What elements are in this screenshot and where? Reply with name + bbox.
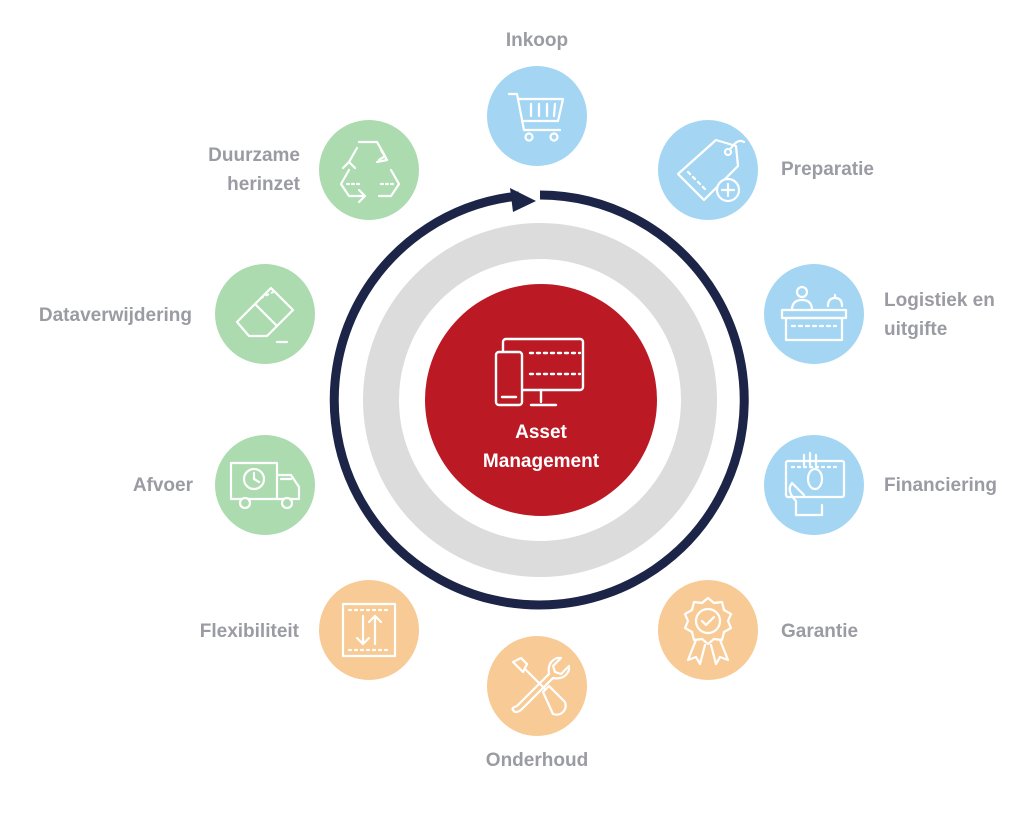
node-preparatie (658, 120, 758, 220)
label-dataverwijdering: Dataverwijdering (38, 305, 192, 326)
node-logistiek (764, 264, 864, 364)
recycle-icon (339, 140, 401, 204)
shopping-cart-icon (507, 92, 565, 142)
label-garantie: Garantie (781, 621, 859, 642)
node-duurzame (319, 120, 419, 220)
node-flexibiliteit (319, 580, 419, 680)
price-tag-plus-icon (676, 138, 746, 203)
label-logistiek: Logistiek en uitgifte (884, 290, 995, 340)
delivery-truck-icon (229, 461, 301, 510)
core-title: Asset Management (441, 418, 641, 476)
certificate-badge-icon (683, 596, 733, 666)
core-title-line2: Management (482, 451, 600, 472)
label-onderhoud: Onderhoud (485, 750, 589, 771)
label-inkoop: Inkoop (505, 30, 569, 51)
outer-gray-ring (363, 223, 717, 577)
service-desk-icon (780, 285, 848, 342)
label-duurzame: Duurzame herinzet (208, 145, 300, 195)
label-financiering: Financiering (884, 475, 997, 496)
node-garantie (658, 580, 758, 680)
cycle-arrow-ring (329, 190, 749, 610)
node-onderhoud (487, 636, 587, 736)
devices-icon (494, 337, 585, 407)
node-dataverwijdering (215, 264, 315, 364)
eraser-icon (235, 286, 295, 344)
core-title-line1: Asset (515, 422, 567, 443)
node-financiering (764, 435, 864, 535)
node-inkoop (487, 66, 587, 166)
label-afvoer: Afvoer (132, 475, 193, 496)
up-down-arrows-icon (341, 602, 397, 658)
label-preparatie: Preparatie (781, 159, 874, 180)
wrench-screwdriver-icon (511, 656, 571, 716)
label-flexibiliteit: Flexibiliteit (199, 621, 299, 642)
node-afvoer (215, 435, 315, 535)
hand-money-icon (784, 451, 846, 517)
cycle-arrowhead (510, 188, 536, 212)
